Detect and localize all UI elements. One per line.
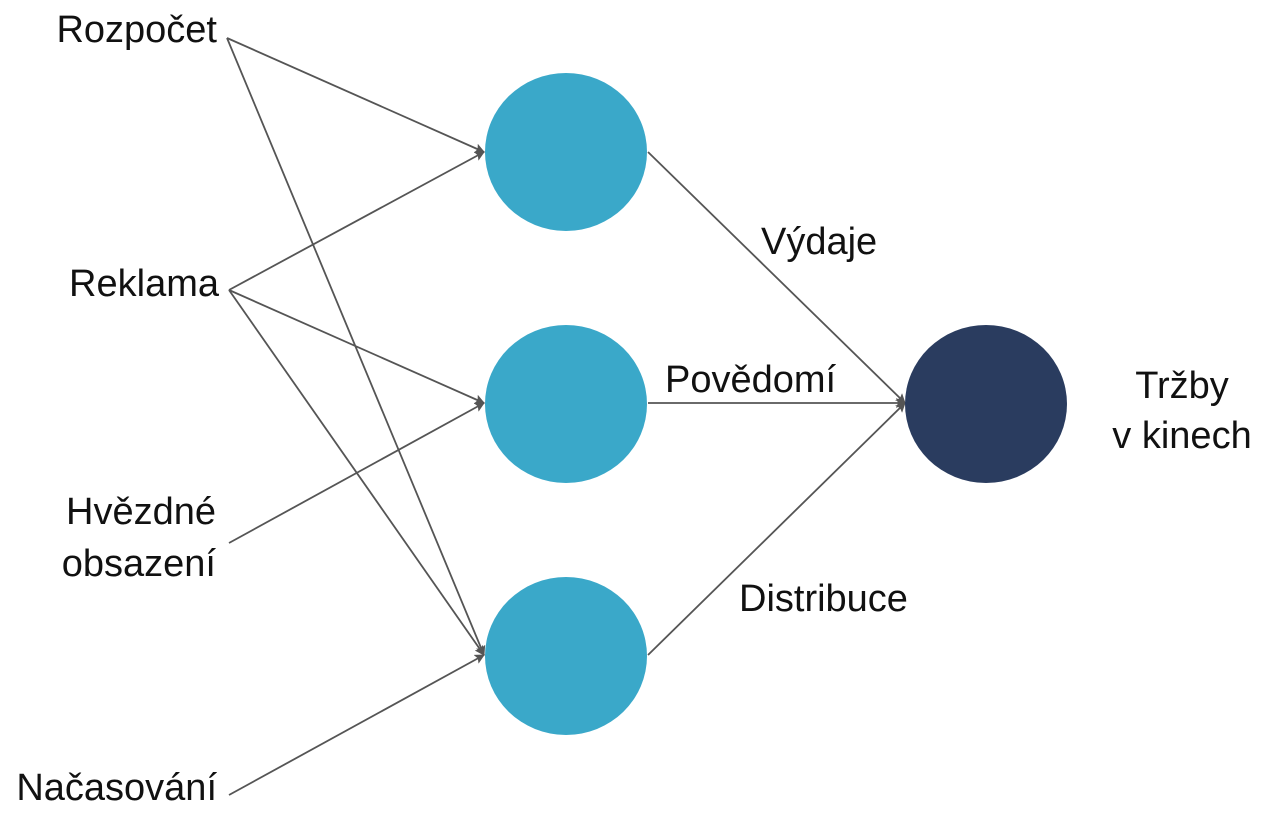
input-label-star-cast-line2: obsazení [62,543,217,585]
edge-distribution-to-output [647,402,906,656]
hidden-label-distribution: Distribuce [739,578,908,620]
hidden-label-awareness: Povědomí [665,359,837,401]
hidden-node-distribution [485,577,647,735]
hidden-node-spending [485,73,647,231]
input-label-budget: Rozpočet [56,9,217,51]
edge-advertising-to-awareness [228,289,485,404]
input-label-star-cast-line1: Hvězdné [66,491,216,533]
output-node [905,325,1067,483]
edge-budget-to-spending [226,37,485,153]
output-label-line2: v kinech [1112,415,1251,457]
input-label-advertising: Reklama [69,263,220,305]
edge-timing-to-distribution [228,654,485,796]
output-label-line1: Tržby [1135,365,1229,407]
input-label-timing: Načasování [16,767,217,809]
hidden-node-awareness [485,325,647,483]
edge-star-cast-to-awareness [228,402,485,544]
hidden-label-spending: Výdaje [761,221,877,263]
edge-advertising-to-spending [228,151,485,291]
edge-spending-to-output [647,151,906,404]
